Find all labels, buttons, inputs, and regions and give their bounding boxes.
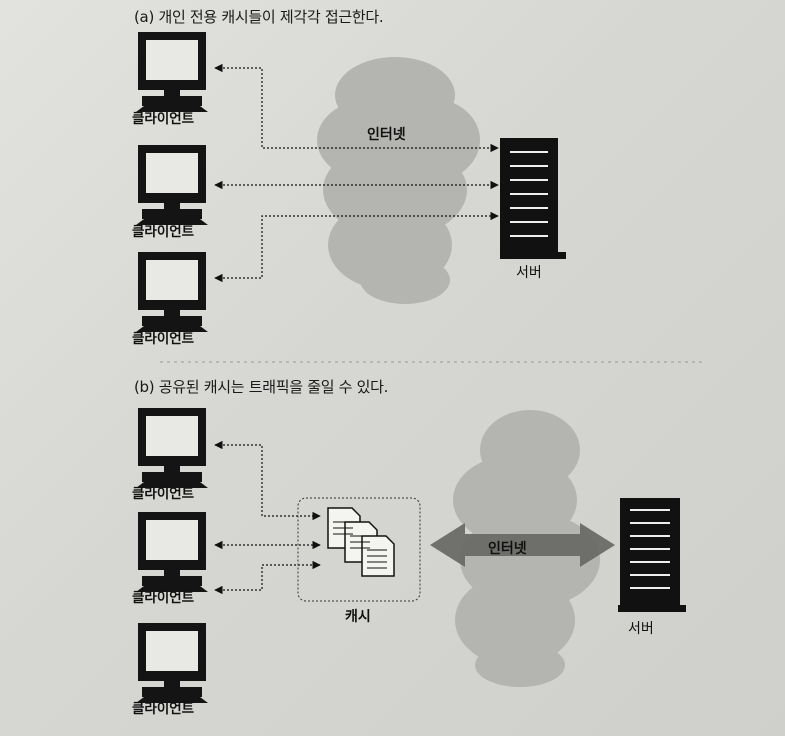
cache-label: 캐시	[345, 609, 371, 625]
server-icon-b	[618, 498, 686, 612]
server-label-a: 서버	[516, 265, 542, 281]
section-a-title: (a) 개인 전용 캐시들이 제각각 접근한다.	[134, 8, 384, 26]
server-label-b: 서버	[628, 621, 654, 637]
computer-icon-a2	[136, 145, 208, 225]
section-b-title: (b) 공유된 캐시는 트래픽을 줄일 수 있다.	[134, 378, 389, 396]
double-arrow	[430, 523, 615, 567]
computer-icon-b2	[136, 512, 208, 592]
internet-label-a: 인터넷	[367, 127, 406, 143]
computer-icon-b1	[136, 408, 208, 488]
client-label-b2: 클라이언트	[132, 590, 195, 606]
computer-icon-a3	[136, 252, 208, 332]
cache-box	[297, 497, 421, 602]
internet-label-b: 인터넷	[488, 541, 527, 557]
document-stack-icon	[327, 507, 395, 577]
server-icon-a	[500, 138, 566, 259]
client-label-a3: 클라이언트	[132, 331, 195, 347]
connections-a	[214, 63, 499, 283]
internet-cloud-a	[317, 57, 480, 304]
computer-icon-a1	[136, 32, 208, 112]
connections-b	[214, 440, 321, 595]
client-label-a2: 클라이언트	[132, 224, 195, 240]
computer-icon-b3	[136, 623, 208, 703]
client-label-b1: 클라이언트	[132, 486, 195, 502]
client-label-b3: 클라이언트	[132, 701, 195, 717]
client-label-a1: 클라이언트	[132, 111, 195, 127]
